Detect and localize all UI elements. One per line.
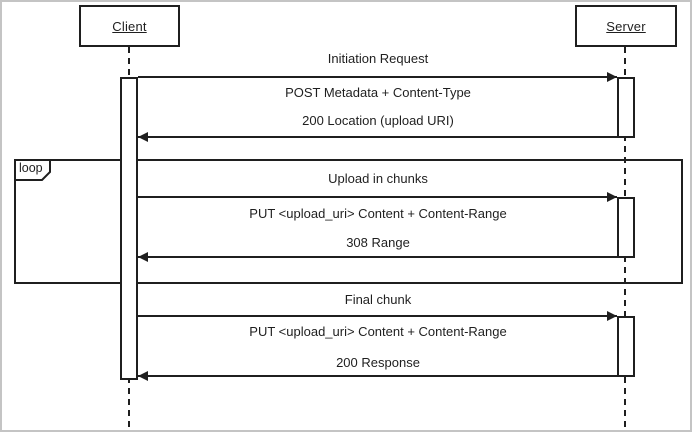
actor-client-box: Client	[79, 5, 180, 47]
actor-server-label: Server	[606, 18, 646, 34]
arrowhead-left-icon	[138, 132, 148, 142]
message-label-post-metadata: POST Metadata + Content-Type	[285, 85, 471, 100]
message-label-put-final: PUT <upload_uri> Content + Content-Range	[249, 324, 507, 339]
message-line-200-response	[138, 375, 617, 377]
message-line-post-metadata	[138, 76, 617, 78]
loop-operator-label: loop	[19, 161, 43, 175]
arrowhead-right-icon	[607, 311, 617, 321]
message-label-308-range: 308 Range	[346, 235, 410, 250]
actor-server-box: Server	[575, 5, 677, 47]
arrowhead-left-icon	[138, 252, 148, 262]
section-title-upload-in-chunks: Upload in chunks	[328, 171, 428, 186]
section-title-initiation-request: Initiation Request	[327, 51, 429, 66]
message-line-put-final	[138, 315, 617, 317]
arrowhead-left-icon	[138, 371, 148, 381]
message-line-200-location	[138, 136, 617, 138]
server-activation-bar-3	[617, 316, 635, 377]
message-label-put-chunk: PUT <upload_uri> Content + Content-Range	[249, 206, 507, 221]
message-label-200-response: 200 Response	[336, 355, 420, 370]
server-activation-bar-1	[617, 77, 635, 138]
server-activation-bar-2	[617, 197, 635, 258]
arrowhead-right-icon	[607, 72, 617, 82]
message-label-200-location: 200 Location (upload URI)	[302, 113, 454, 128]
loop-fragment-frame	[14, 159, 683, 284]
arrowhead-right-icon	[607, 192, 617, 202]
message-line-put-chunk	[138, 196, 617, 198]
loop-pentagon-icon	[14, 159, 51, 181]
message-line-308-range	[138, 256, 617, 258]
section-title-final-chunk: Final chunk	[344, 292, 412, 307]
loop-operator-tag: loop	[14, 159, 52, 181]
actor-client-label: Client	[112, 18, 147, 34]
client-activation-bar	[120, 77, 138, 380]
